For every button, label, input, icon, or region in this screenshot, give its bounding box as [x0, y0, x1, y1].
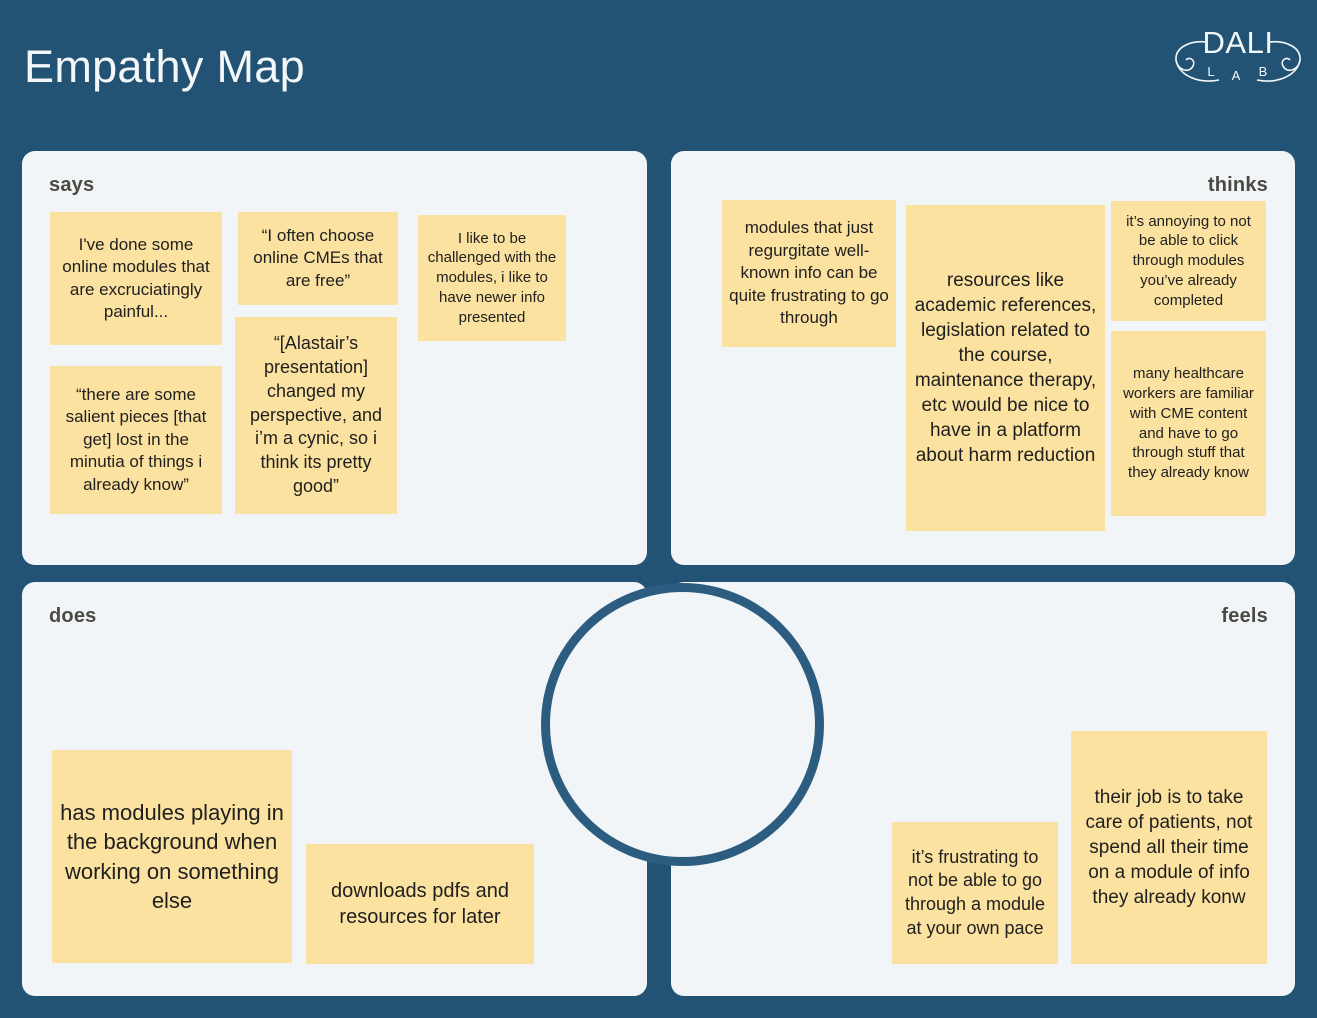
quadrant-label-feels: feels [1221, 605, 1268, 627]
quadrant-says[interactable]: says I've done some online modules that … [22, 151, 647, 565]
logo-letter-a: A [1232, 68, 1241, 83]
logo-letter-l: L [1207, 64, 1214, 79]
quadrant-thinks[interactable]: thinks modules that just regurgitate wel… [671, 151, 1295, 565]
sticky-note[interactable]: I like to be challenged with the modules… [418, 215, 566, 341]
sticky-note[interactable]: it’s annoying to not be able to click th… [1111, 201, 1266, 321]
quadrant-label-thinks: thinks [1207, 174, 1268, 196]
header: Empathy Map DALI L A B [0, 0, 1317, 151]
sticky-note[interactable]: their job is to take care of patients, n… [1071, 731, 1267, 964]
quadrant-does[interactable]: does has modules playing in the backgrou… [22, 582, 647, 996]
sticky-note[interactable]: has modules playing in the background wh… [52, 750, 292, 963]
sticky-note[interactable]: modules that just regurgitate well-known… [722, 200, 896, 347]
sticky-note[interactable]: many healthcare workers are familiar wit… [1111, 331, 1266, 516]
center-persona-circle [541, 583, 824, 866]
sticky-note[interactable]: it’s frustrating to not be able to go th… [892, 822, 1058, 964]
sticky-note[interactable]: “[Alastair’s presentation] changed my pe… [235, 317, 397, 514]
logo-dali-text: DALI [1203, 25, 1274, 60]
quadrant-label-does: does [49, 605, 97, 627]
sticky-note[interactable]: resources like academic references, legi… [906, 205, 1105, 531]
sticky-note[interactable]: I've done some online modules that are e… [50, 212, 222, 345]
sticky-note[interactable]: “there are some salient pieces [that get… [50, 366, 222, 514]
swirl-right-icon [1256, 40, 1301, 82]
logo-letter-b: B [1259, 64, 1268, 79]
empathy-map-board: says I've done some online modules that … [22, 151, 1295, 996]
swirl-left-icon [1175, 40, 1220, 82]
page-title: Empathy Map [24, 41, 305, 92]
sticky-note[interactable]: downloads pdfs and resources for later [306, 844, 534, 964]
quadrant-label-says: says [49, 174, 95, 196]
dali-lab-logo: DALI L A B [1173, 18, 1303, 92]
sticky-note[interactable]: “I often choose online CMEs that are fre… [238, 212, 398, 305]
